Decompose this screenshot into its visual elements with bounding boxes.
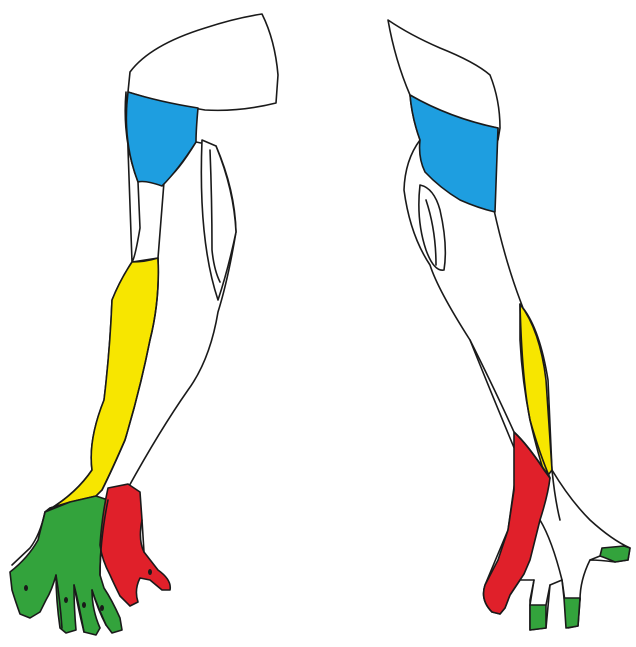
right-green-tip bbox=[530, 605, 546, 630]
left-finger-mark bbox=[100, 605, 104, 611]
left-arm bbox=[10, 14, 278, 635]
left-finger-mark bbox=[64, 597, 68, 603]
left-finger-mark bbox=[148, 569, 152, 575]
left-finger-mark bbox=[24, 585, 28, 591]
left-shoulder-outline bbox=[128, 14, 278, 110]
left-finger-mark bbox=[82, 602, 86, 608]
right-green-tip bbox=[564, 598, 580, 628]
left-red-region bbox=[100, 484, 170, 606]
right-arm bbox=[388, 20, 630, 630]
